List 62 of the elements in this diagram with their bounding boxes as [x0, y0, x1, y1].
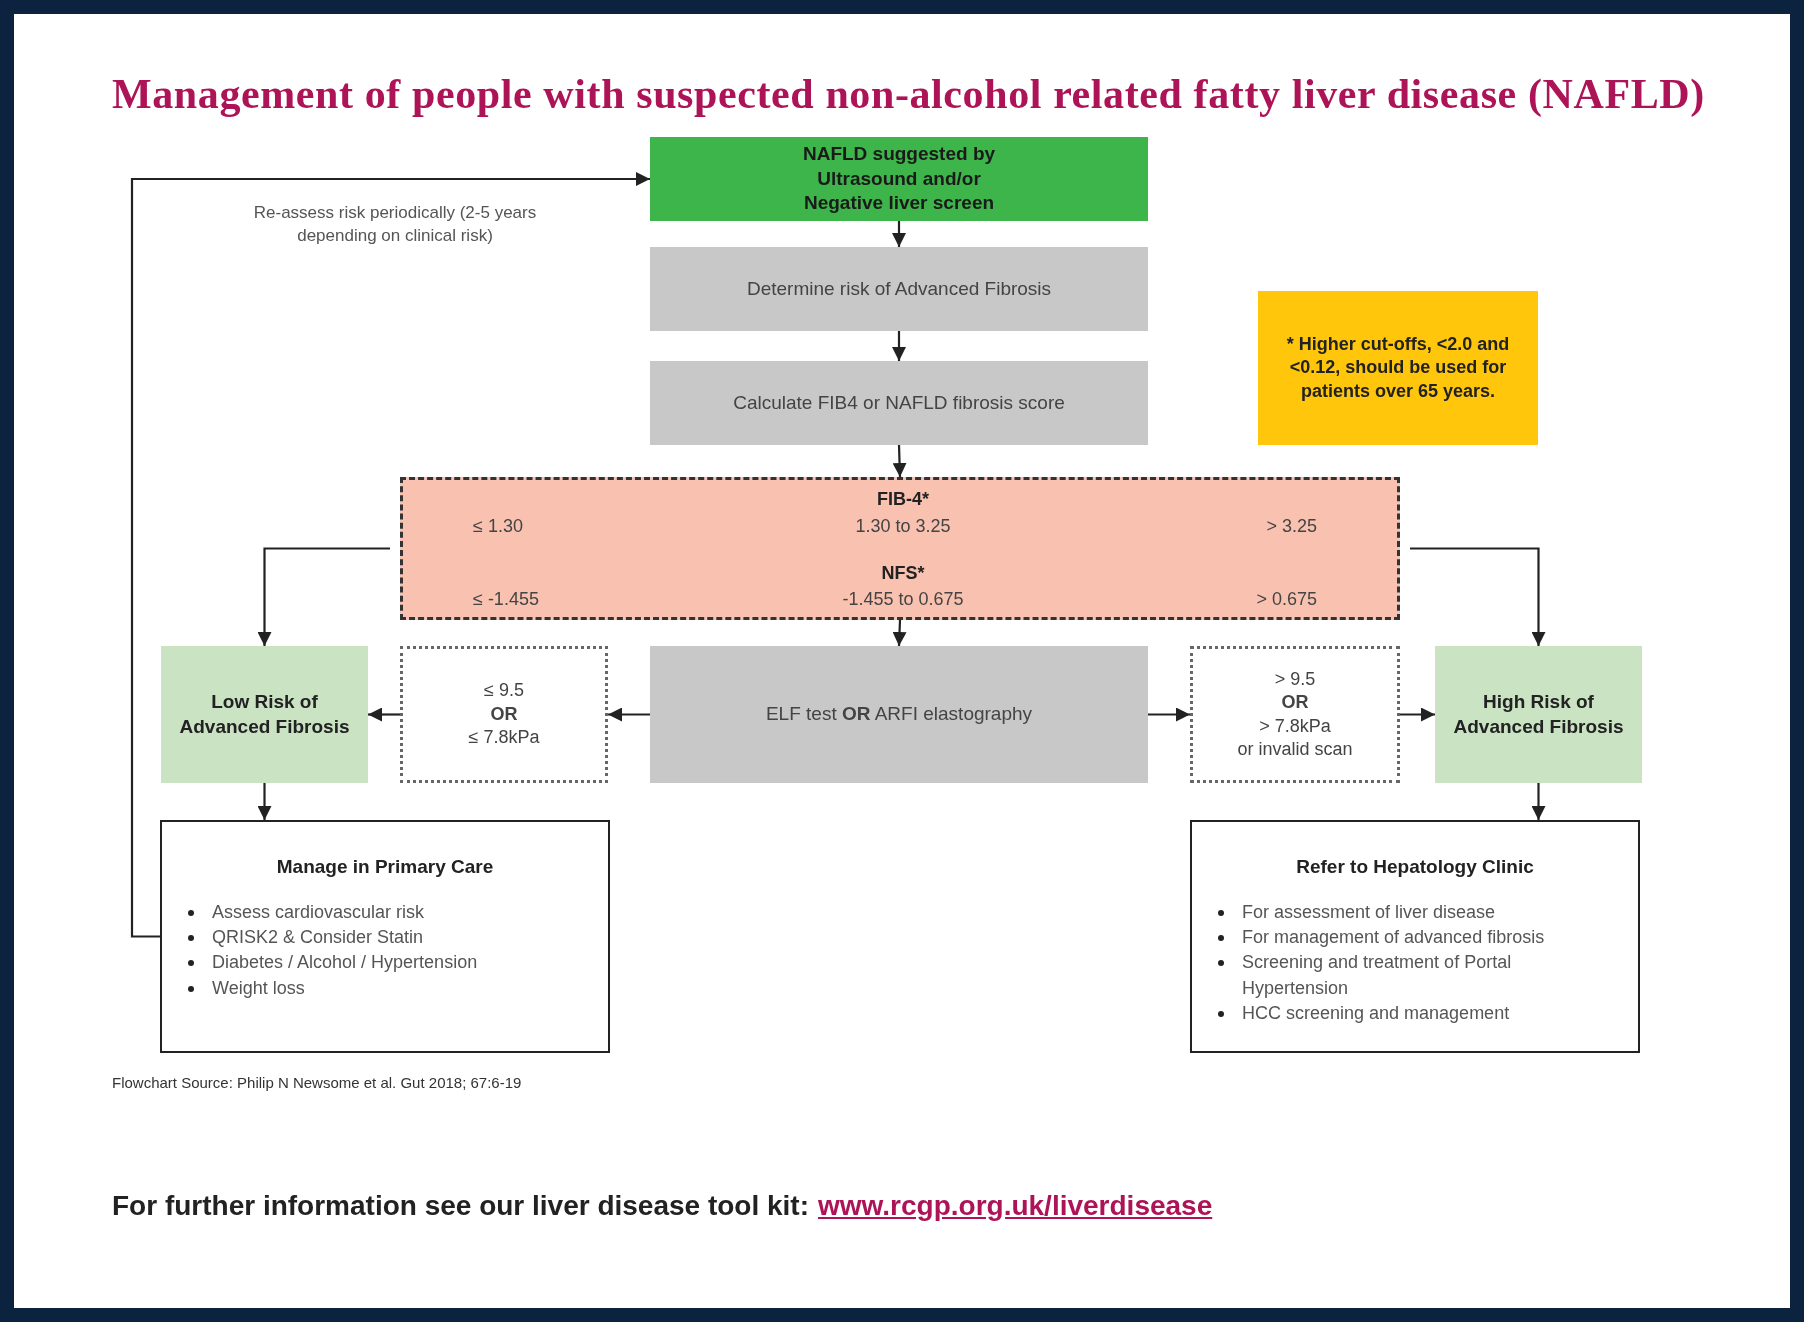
threshold-value: or invalid scan: [1237, 737, 1353, 761]
arrow: [1148, 707, 1190, 722]
list-item: Diabetes / Alcohol / Hypertension: [212, 952, 478, 973]
arrow: [892, 444, 907, 478]
process-box: [650, 247, 1148, 331]
arrow: [368, 707, 400, 722]
threshold-value: ≤ 9.5: [484, 679, 524, 703]
box-text: ELF test OR ARFI elastography: [765, 702, 1033, 727]
list-item: QRISK2 & Consider Statin: [212, 927, 424, 948]
threshold-value: > 3.25: [1266, 516, 1317, 537]
threshold-box: [400, 646, 608, 783]
list-item: For assessment of liver disease: [1242, 902, 1496, 922]
threshold-value: ≤ -1.455: [473, 589, 539, 610]
threshold-value: > 0.675: [1256, 589, 1317, 610]
footer-text: For further information see our liver disease tool kit:: [112, 1190, 810, 1222]
box-text: * Higher cut-offs, <2.0 and <0.12, should be used for patients over 65 years.: [1285, 332, 1511, 403]
threshold-value: ≤ 1.30: [473, 516, 523, 537]
box-heading: Manage in Primary Care: [276, 856, 494, 878]
process-box: [650, 361, 1148, 445]
box-text: NAFLD suggested by Ultrasound and/or Negative liver screen: [801, 141, 997, 216]
arrow: [892, 331, 906, 361]
arrow: [1400, 707, 1435, 722]
box-text: Low Risk of Advanced Fibrosis: [178, 689, 351, 739]
arrow: [130, 172, 650, 938]
process-box: [650, 646, 1148, 783]
note-box: [1258, 291, 1538, 445]
threshold-value: 1.30 to 3.25: [855, 516, 951, 537]
threshold-value: ≤ 7.8kPa: [468, 726, 540, 750]
list-item: Weight loss: [212, 977, 305, 998]
box-text: Calculate FIB4 or NAFLD fibrosis score: [733, 390, 1065, 415]
connector-word: OR: [1281, 691, 1309, 715]
website-link: www.rcgp.org.uk/liverdisease: [818, 1190, 1213, 1222]
threshold-value: -1.455 to 0.675: [842, 589, 964, 610]
score-heading: NFS*: [881, 563, 925, 584]
edge-label: Re-assess risk periodically (2-5 years depending on clinical risk): [252, 202, 538, 247]
arrow: [1410, 547, 1546, 646]
connector-word: OR: [490, 702, 518, 726]
arrow: [257, 547, 390, 646]
action-box: [160, 820, 610, 1053]
list-item: Assess cardiovascular risk: [212, 902, 425, 922]
arrow: [892, 221, 906, 247]
arrow: [1531, 783, 1546, 820]
box-text: High Risk of Advanced Fibrosis: [1452, 689, 1625, 739]
list-item: For management of advanced fibrosis: [1242, 927, 1545, 948]
list-item: HCC screening and management: [1242, 1002, 1510, 1023]
score-heading: FIB-4*: [877, 489, 929, 510]
outcome-box: [1435, 646, 1642, 783]
threshold-box: [1190, 646, 1400, 783]
list-item: Screening and treatment of Portal Hypertension: [1242, 952, 1512, 998]
action-box: [1190, 820, 1640, 1053]
score-threshold-panel: [400, 477, 1400, 620]
title: Management of people with suspected non-alcohol related fatty liver disease (NAFLD): [112, 70, 1705, 118]
threshold-value: > 9.5: [1274, 667, 1316, 691]
threshold-value: > 7.8kPa: [1259, 714, 1331, 738]
source-note: Flowchart Source: Philip N Newsome et al. Gut 2018; 67:6-19: [112, 1074, 522, 1091]
arrow: [608, 707, 650, 722]
process-box: [650, 137, 1148, 221]
box-heading: Refer to Hepatology Clinic: [1296, 856, 1534, 878]
box-text: Determine risk of Advanced Fibrosis: [746, 276, 1052, 301]
arrow: [892, 619, 907, 647]
arrow: [257, 783, 272, 820]
outcome-box: [161, 646, 368, 783]
